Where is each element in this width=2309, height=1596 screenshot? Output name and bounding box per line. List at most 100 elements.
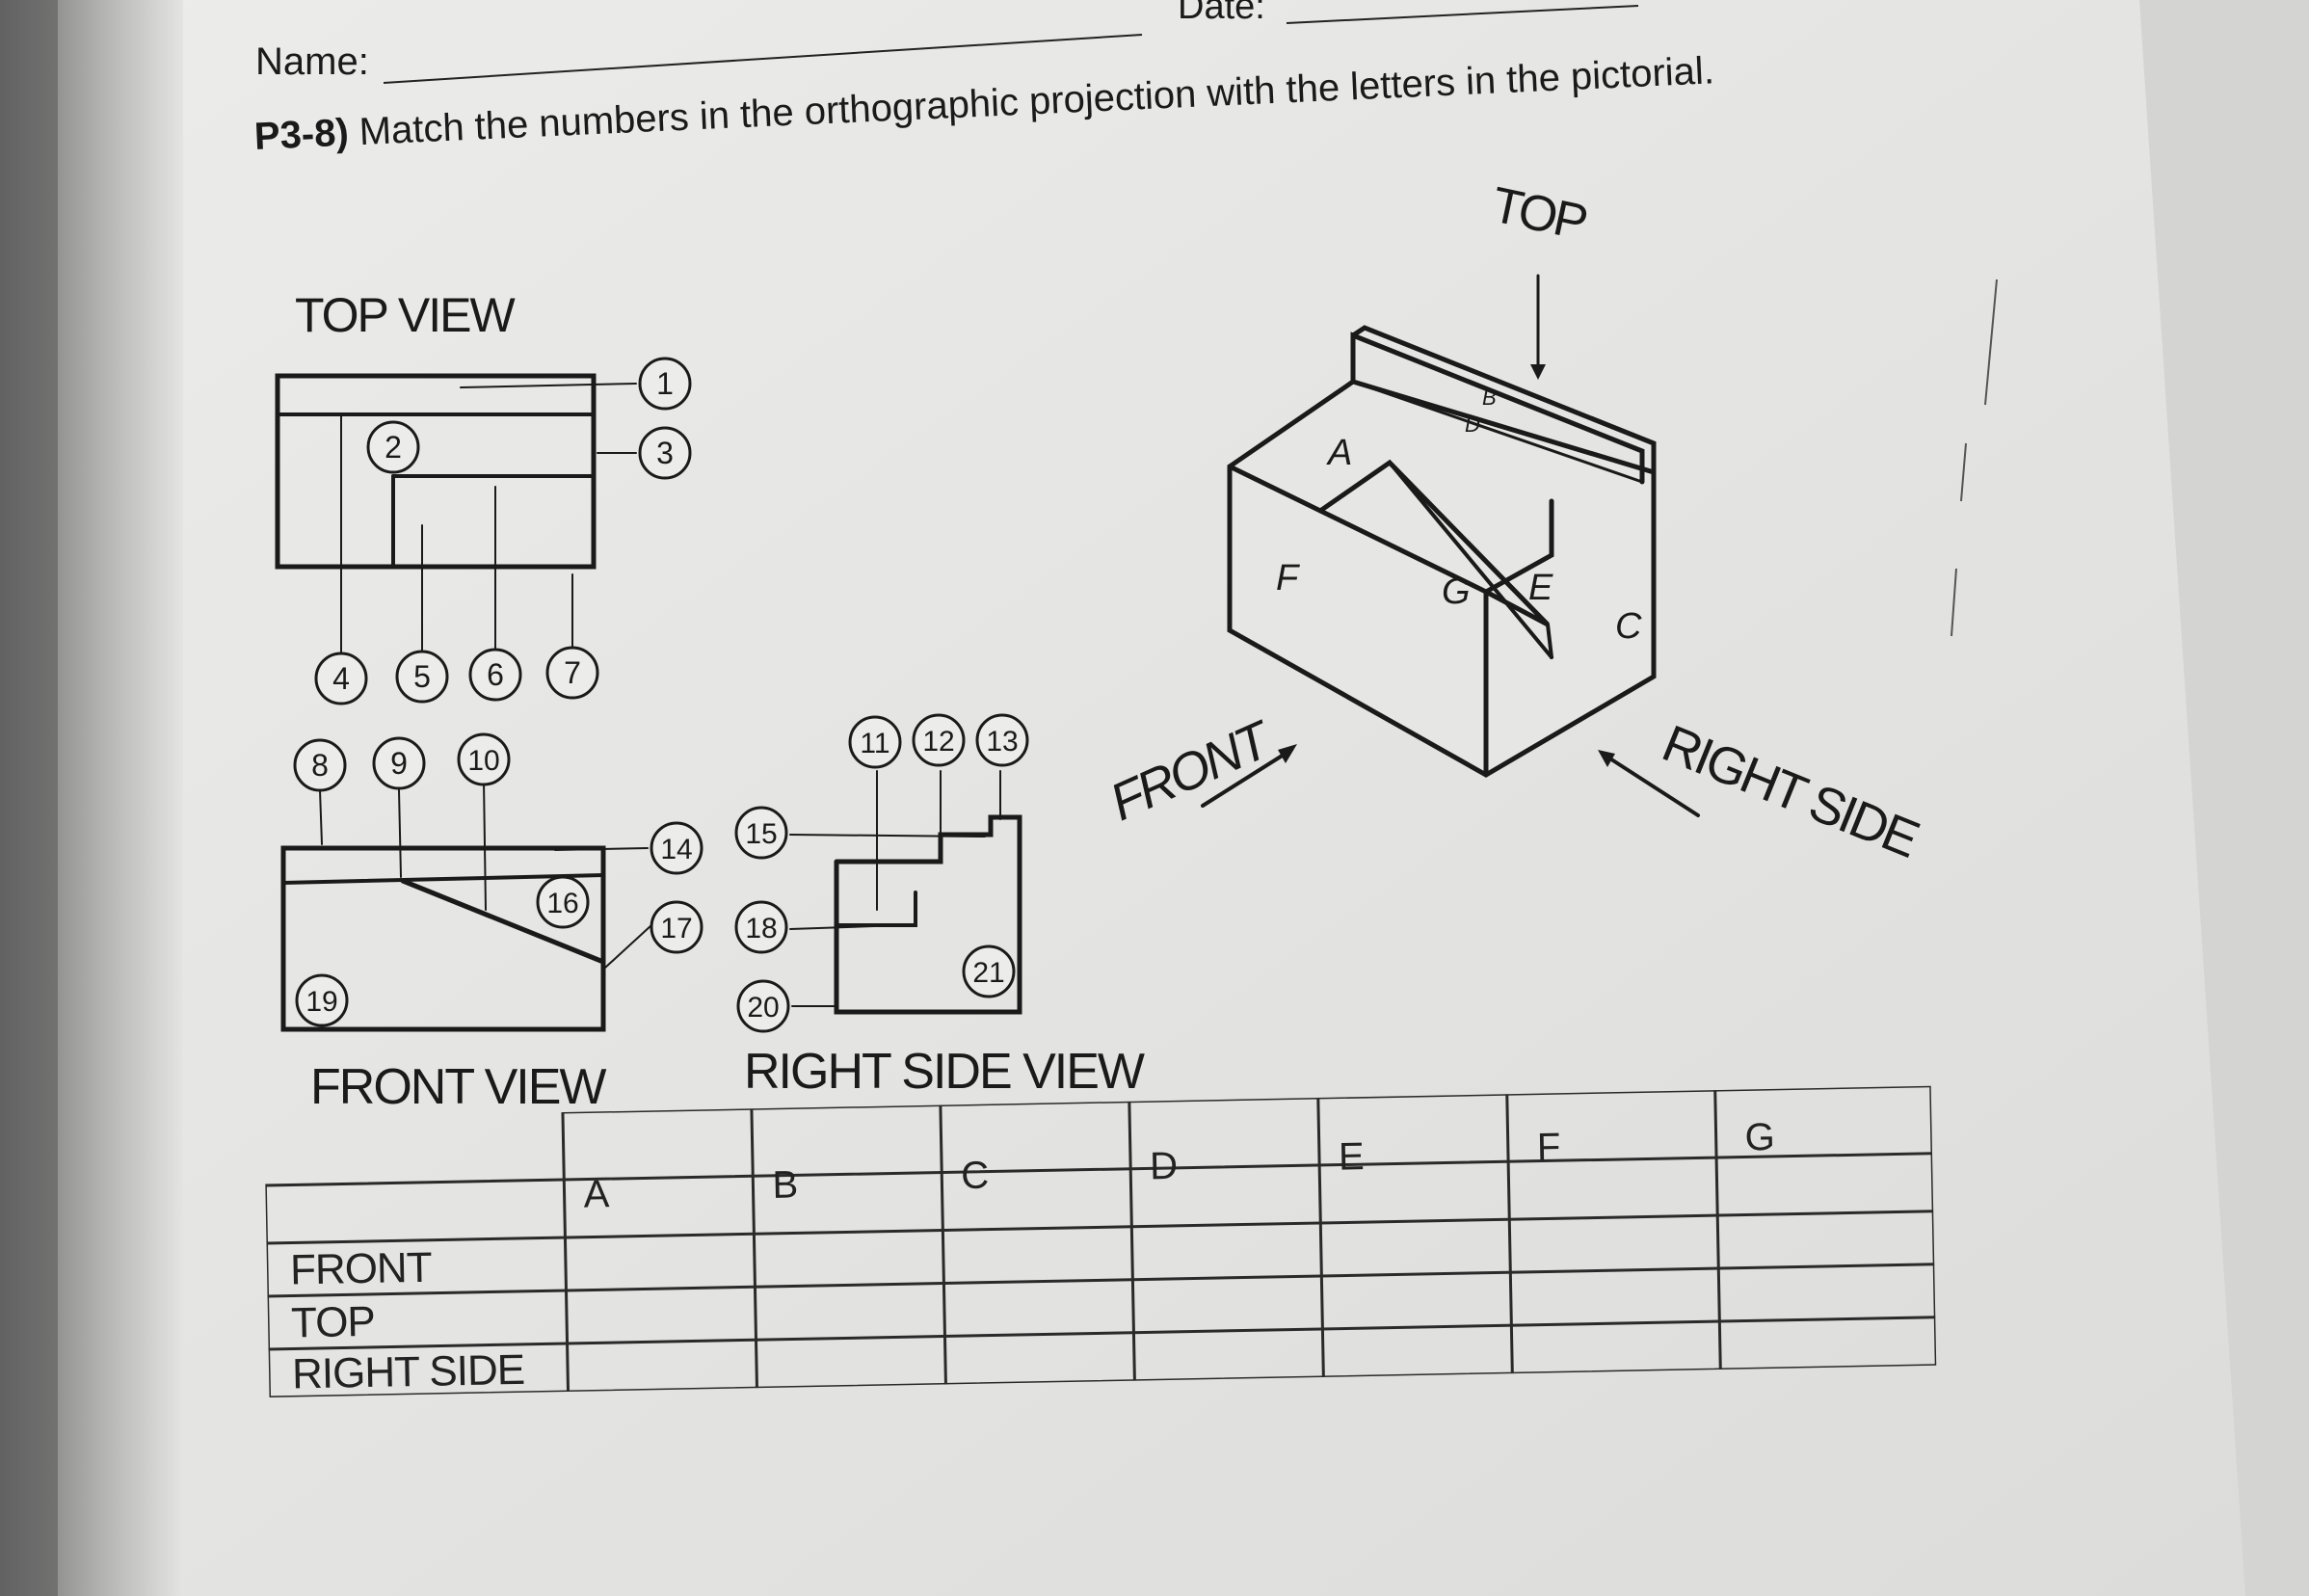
callout-number: 11 xyxy=(860,728,889,759)
callout-number: 6 xyxy=(487,657,504,692)
callout-number: 10 xyxy=(467,745,499,777)
callout-number: 13 xyxy=(986,726,1018,758)
callout-number: 14 xyxy=(660,834,692,865)
answer-cell-top-d[interactable] xyxy=(1135,1279,1319,1330)
front-view-callout-9: 9 xyxy=(372,736,426,790)
top-view-callout-6: 6 xyxy=(468,648,522,702)
answer-cell-right-side-e[interactable] xyxy=(1325,1328,1509,1374)
top-view-callout-5: 5 xyxy=(395,650,449,704)
callout-number: 2 xyxy=(385,430,402,465)
col-header-a: A xyxy=(583,1173,610,1216)
right-side-view-callout-12: 12 xyxy=(912,713,966,767)
answer-cell-top-g[interactable] xyxy=(1721,1267,1932,1318)
answer-cell-right-side-c[interactable] xyxy=(948,1336,1132,1382)
front-view-callout-10: 10 xyxy=(457,732,511,786)
callout-number: 4 xyxy=(332,661,350,696)
callout-number: 7 xyxy=(564,655,581,690)
answer-cell-right-side-a[interactable] xyxy=(571,1343,755,1389)
surface-letter-e: E xyxy=(1528,568,1553,608)
callout-circle xyxy=(395,650,449,704)
answer-table: A B C D E F G FRONT TOP RIGHT SIDE xyxy=(264,1085,1937,1398)
answer-cell-front-a[interactable] xyxy=(568,1237,752,1288)
col-header-g: G xyxy=(1744,1115,1776,1159)
callout-number: 9 xyxy=(390,746,408,781)
top-view-callout-3: 3 xyxy=(638,426,692,480)
callout-circle xyxy=(848,715,902,769)
answer-cell-front-e[interactable] xyxy=(1323,1222,1507,1273)
callout-circle xyxy=(372,736,426,790)
surface-letter-d: D xyxy=(1465,412,1480,437)
right-side-view-callout-20: 20 xyxy=(736,979,790,1033)
callout-circle xyxy=(293,738,347,792)
right-side-view-callout-21: 21 xyxy=(962,944,1016,998)
answer-cell-front-b[interactable] xyxy=(756,1234,941,1285)
right-side-view-callout-11: 11 xyxy=(848,715,902,769)
callout-circle xyxy=(734,806,788,860)
answer-cell-front-g[interactable] xyxy=(1720,1214,1931,1265)
answer-cell-front-d[interactable] xyxy=(1134,1226,1318,1277)
answer-cell-top-f[interactable] xyxy=(1513,1271,1716,1322)
date-field-line[interactable] xyxy=(1286,5,1639,24)
col-header-b: B xyxy=(772,1163,799,1207)
col-header-c: C xyxy=(960,1154,990,1198)
callout-number: 12 xyxy=(922,726,954,758)
top-view-title: TOP VIEW xyxy=(295,288,516,342)
front-view-drawing xyxy=(280,780,652,1032)
callout-circle xyxy=(536,875,590,929)
top-view-drawing xyxy=(275,373,637,656)
name-field-line[interactable] xyxy=(383,34,1143,84)
callout-circle xyxy=(650,900,703,954)
surface-letter-b: B xyxy=(1482,386,1497,410)
answer-cell-right-side-f[interactable] xyxy=(1514,1324,1717,1370)
answer-cell-front-c[interactable] xyxy=(945,1230,1129,1281)
answer-cell-right-side-g[interactable] xyxy=(1722,1320,1933,1367)
callout-circle xyxy=(962,944,1016,998)
row-label-top: TOP xyxy=(290,1297,376,1347)
answer-cell-front-f[interactable] xyxy=(1512,1218,1715,1269)
callout-circle xyxy=(295,973,349,1027)
answer-cell-top-c[interactable] xyxy=(946,1283,1130,1334)
answer-cell-top-a[interactable] xyxy=(570,1290,754,1341)
top-view-callout-2: 2 xyxy=(366,420,420,474)
answer-table-grid xyxy=(264,1085,1937,1397)
callout-circle xyxy=(638,426,692,480)
front-view-callout-16: 16 xyxy=(536,875,590,929)
callout-number: 19 xyxy=(305,986,337,1018)
right-side-view-callout-15: 15 xyxy=(734,806,788,860)
col-header-e: E xyxy=(1338,1135,1366,1179)
callout-number: 15 xyxy=(745,818,777,850)
callout-circle xyxy=(975,713,1029,767)
row-label-right-side: RIGHT SIDE xyxy=(291,1345,525,1398)
answer-cell-right-side-d[interactable] xyxy=(1136,1332,1320,1378)
surface-letter-a: A xyxy=(1326,433,1352,473)
col-header-f: F xyxy=(1536,1126,1561,1169)
answer-cell-top-e[interactable] xyxy=(1324,1275,1508,1326)
name-label: Name: xyxy=(255,40,369,83)
right-side-view-title: RIGHT SIDE VIEW xyxy=(744,1044,1145,1100)
callout-number: 18 xyxy=(745,913,777,944)
callout-circle xyxy=(736,979,790,1033)
callout-number: 16 xyxy=(546,888,578,919)
callout-circle xyxy=(912,713,966,767)
callout-circle xyxy=(638,357,692,411)
front-view-callout-8: 8 xyxy=(293,738,347,792)
callout-number: 5 xyxy=(413,659,431,694)
answer-cell-right-side-b[interactable] xyxy=(759,1340,943,1386)
front-view-callout-19: 19 xyxy=(295,973,349,1027)
surface-letter-f: F xyxy=(1276,558,1300,598)
surface-letter-c: C xyxy=(1615,606,1642,647)
front-view-title: FRONT VIEW xyxy=(310,1059,606,1115)
callout-number: 1 xyxy=(656,366,674,401)
date-label: Date: xyxy=(1178,0,1265,27)
front-view-callout-14: 14 xyxy=(650,821,703,875)
top-view-callout-1: 1 xyxy=(638,357,692,411)
col-header-d: D xyxy=(1149,1144,1179,1188)
answer-cell-top-b[interactable] xyxy=(758,1287,942,1338)
surface-letter-g: G xyxy=(1442,572,1471,612)
top-view-callout-7: 7 xyxy=(545,646,599,700)
